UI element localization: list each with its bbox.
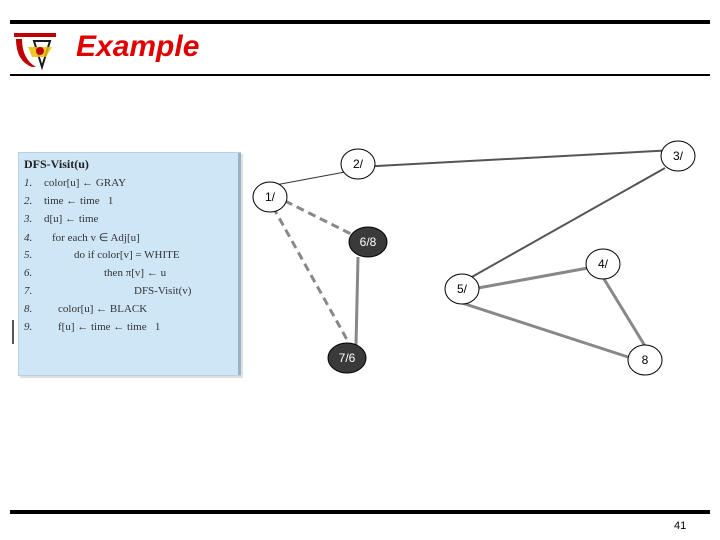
- graph-node-3: 3/: [660, 140, 696, 172]
- panel-edge: [238, 153, 241, 375]
- line-number: 7.: [24, 285, 33, 297]
- node-label: 3/: [673, 149, 684, 163]
- graph-node-5: 5/: [444, 273, 480, 305]
- graph-node-6: 6/8: [348, 226, 388, 258]
- line-number: 6.: [24, 267, 33, 279]
- node-label: 2/: [353, 157, 364, 171]
- university-logo-icon: [10, 27, 60, 73]
- code-line: 4. for each v ∈ Adj[u]: [24, 231, 140, 244]
- graph-node-2: 2/: [340, 148, 376, 180]
- line-text: f[u] ← time ← time 1: [58, 321, 161, 333]
- pseudocode-panel: DFS-Visit(u) 1. color[u] ← GRAY 2. time ← …: [18, 152, 241, 376]
- line-text: do if color[v] = WHITE: [74, 249, 180, 261]
- code-line: 7. DFS-Visit(v): [24, 285, 191, 297]
- slide-title: Example: [76, 30, 200, 63]
- node-label: 1/: [265, 190, 276, 204]
- node-label: 6/8: [360, 235, 377, 249]
- top-rule: [10, 20, 710, 24]
- line-text: color[u] ← BLACK: [58, 303, 148, 315]
- graph-node-8: 8: [627, 344, 663, 376]
- code-line: 1. color[u] ← GRAY: [24, 177, 126, 189]
- edge-6-7: [354, 256, 360, 346]
- line-number: 9.: [24, 321, 33, 333]
- code-line: 6. then π[v] ← u: [24, 267, 166, 279]
- line-number: 4.: [24, 232, 33, 244]
- node-label: 4/: [598, 257, 609, 271]
- graph-node-4: 4/: [585, 248, 621, 280]
- node-label: 7/6: [339, 351, 356, 365]
- code-line: 8. color[u] ← BLACK: [24, 303, 147, 315]
- line-text: DFS-Visit(v): [134, 285, 192, 297]
- line-number: 5.: [24, 249, 33, 261]
- code-line: 9. f[u] ← time ← time 1: [24, 321, 160, 333]
- title-rule: [10, 74, 710, 76]
- graph-node-7: 7/6: [327, 342, 367, 374]
- line-number: 3.: [24, 213, 33, 225]
- edge-5-8: [461, 301, 629, 359]
- code-line: 3. d[u] ← time: [24, 213, 98, 225]
- line-number: 8.: [24, 303, 33, 315]
- edge-1-7: [271, 206, 352, 346]
- edge-1-6: [284, 199, 356, 238]
- line-number: 1.: [24, 177, 33, 189]
- node-label: 8: [642, 353, 649, 367]
- node-label: 5/: [457, 282, 468, 296]
- line-text: d[u] ← time: [44, 213, 99, 225]
- code-panel-marker: [12, 320, 14, 344]
- edge-3-5: [469, 167, 666, 279]
- line-text: for each v ∈ Adj[u]: [52, 232, 140, 244]
- bottom-rule: [10, 510, 710, 514]
- code-line: 2. time ← time 1: [24, 195, 113, 207]
- edge-1-2: [269, 171, 346, 187]
- line-text: time ← time 1: [44, 195, 114, 207]
- pseudocode-title: DFS-Visit(u): [24, 157, 89, 171]
- line-number: 2.: [24, 195, 33, 207]
- page-number: 41: [674, 520, 687, 532]
- line-text: then π[v] ← u: [104, 267, 167, 279]
- edge-4-5: [477, 266, 589, 290]
- edge-2-3: [357, 149, 676, 168]
- edge-4-8: [602, 278, 647, 347]
- line-text: color[u] ← GRAY: [44, 177, 127, 189]
- code-line: 5. do if color[v] = WHITE: [24, 249, 180, 261]
- graph-node-1: 1/: [252, 181, 288, 213]
